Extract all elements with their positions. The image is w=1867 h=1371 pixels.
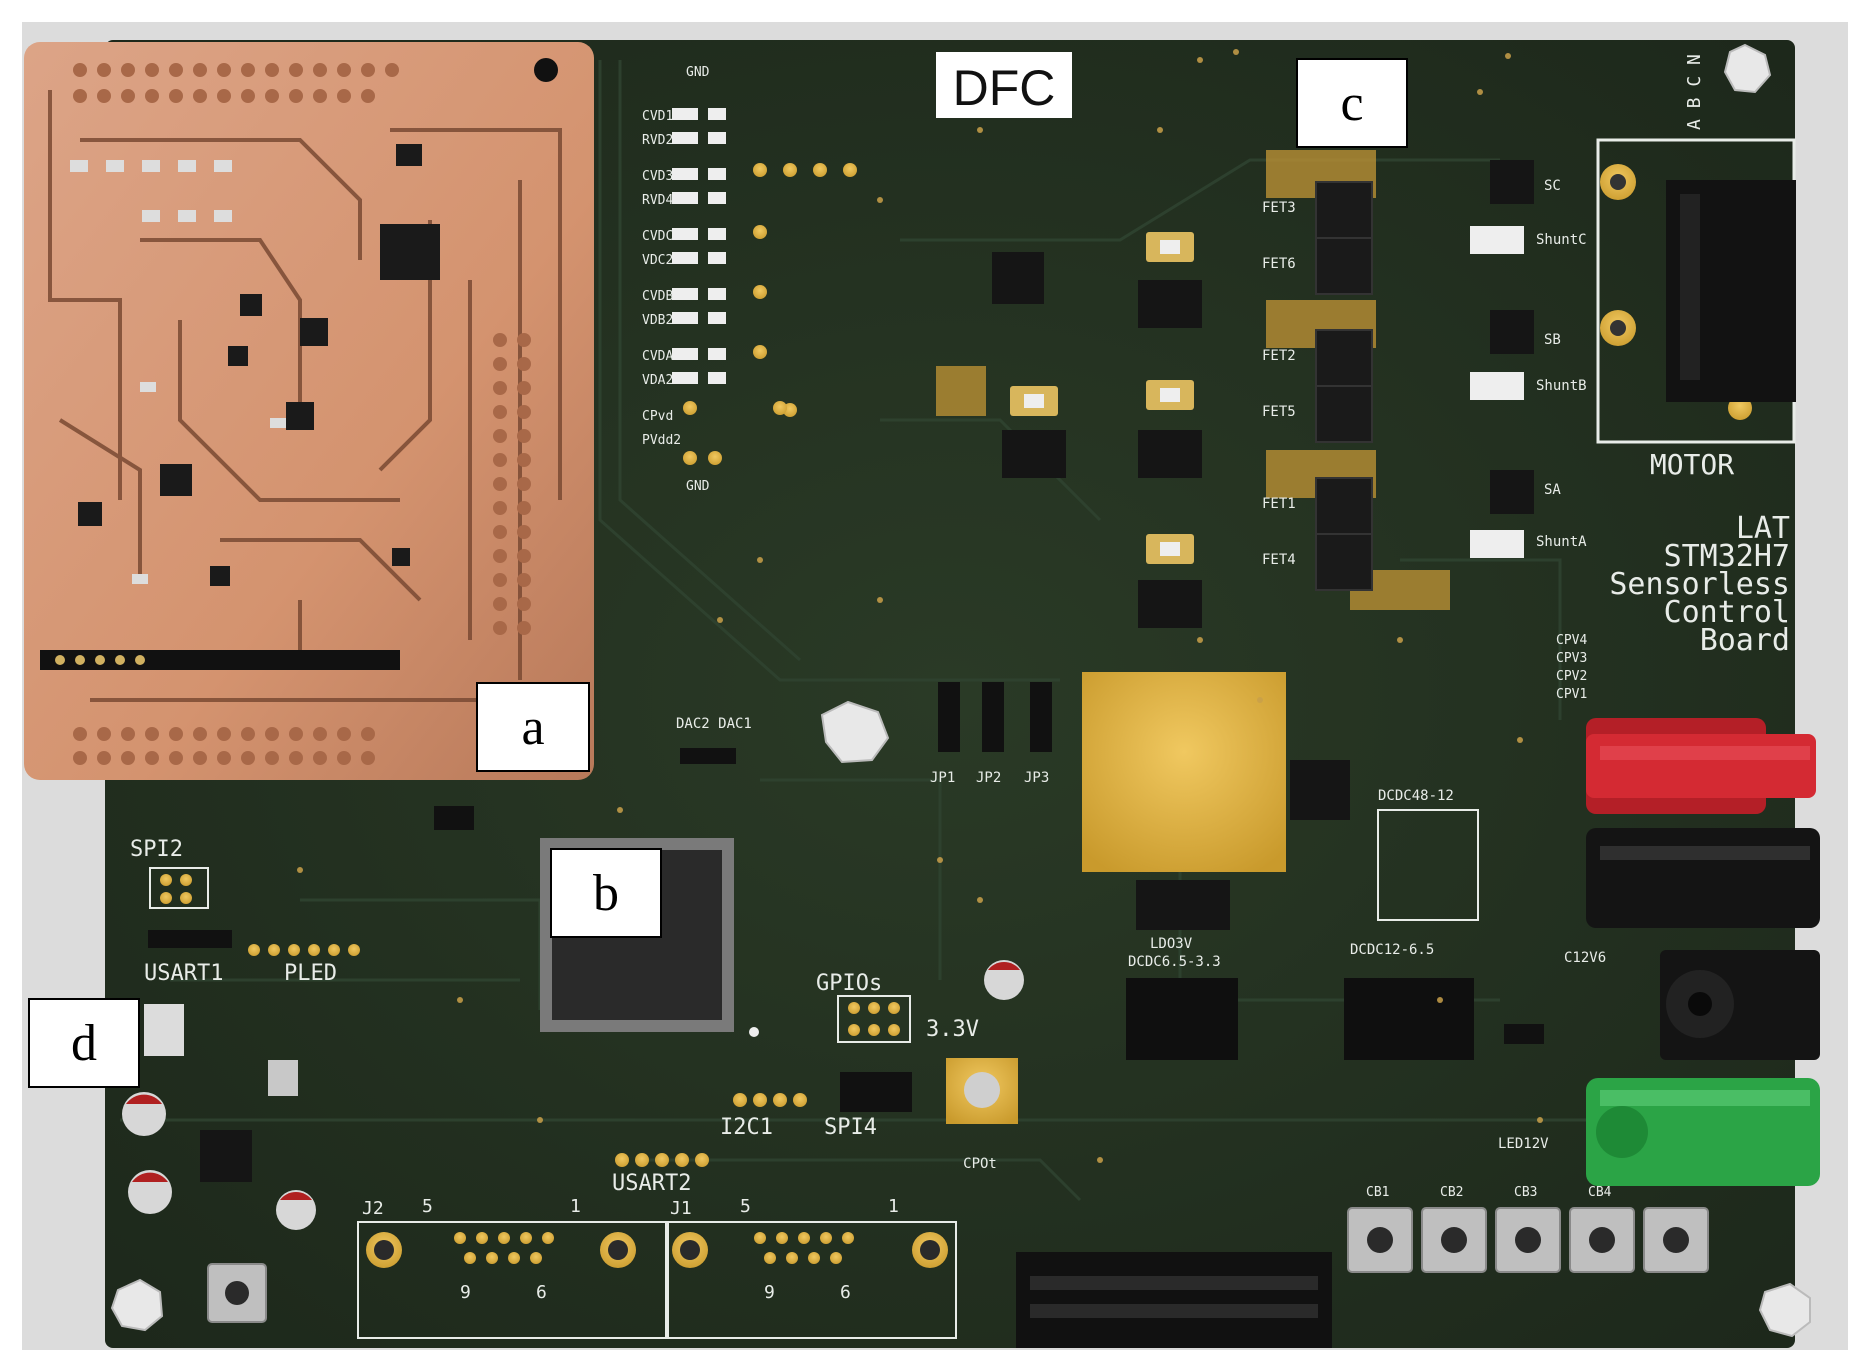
banana-jack-green [1586,1078,1820,1186]
fet-label: FET3 [1262,200,1296,216]
svg-text:CVDC: CVDC [642,229,673,244]
callout-b: b [550,848,662,938]
board-title-line: Control [1664,595,1790,630]
cpv-label: CPV3 [1556,651,1587,666]
cpv-label: CPV2 [1556,669,1587,684]
banana-jack-red [1586,718,1816,814]
j1-label: J1 [670,1198,692,1219]
fet-label: FET4 [1262,552,1296,568]
pin-label: 1 [888,1196,899,1217]
spi2-label: SPI2 [130,837,183,862]
dcdc-label: DCDC6.5-3.3 [1128,954,1221,970]
ldo-label: LDO3V [1150,936,1193,952]
usart2-label: USART2 [612,1171,691,1196]
cpot-label: CPOt [963,1156,997,1172]
fet-label: FET1 [1262,496,1296,512]
spi4-label: SPI4 [824,1115,877,1140]
svg-text:VDA2: VDA2 [642,373,673,388]
usart1-label: USART1 [144,961,223,986]
cpv-label: CPV1 [1556,687,1587,702]
gpios-label: GPIOs [816,971,882,996]
svg-text:CVD1: CVD1 [642,109,673,124]
jumper-label: JP3 [1024,770,1049,786]
jumper-label: JP2 [976,770,1001,786]
sense-label: SC [1544,178,1561,194]
jumper-label: JP1 [930,770,955,786]
svg-text:CVDA: CVDA [642,349,673,364]
board-title-line: LAT [1736,511,1790,546]
svg-text:GND: GND [686,65,710,80]
shunt-label: ShuntC [1536,232,1587,248]
sense-label: SA [1544,482,1561,498]
pled-label: PLED [284,961,337,986]
cb-label: CB1 [1366,1185,1389,1200]
dc-barrel-jack [1660,950,1820,1060]
svg-text:VDC2: VDC2 [642,253,673,268]
board-title-line: Sensorless [1609,567,1790,602]
cpv-label: CPV4 [1556,633,1587,648]
cb-label: CB3 [1514,1185,1537,1200]
fet-label: FET2 [1262,348,1296,364]
j2-label: J2 [362,1198,384,1219]
pin-label: 5 [422,1196,433,1217]
led-label: LED12V [1498,1136,1549,1152]
svg-text:GND: GND [686,479,710,494]
copper-daughter-board [24,42,594,780]
svg-text:CVD3: CVD3 [642,169,673,184]
svg-text:CPvd: CPvd [642,409,673,424]
connector-letters: A B C N [1684,54,1705,130]
board-title-line: Board [1700,623,1790,658]
svg-text:RVD2: RVD2 [642,133,673,148]
pin-label: 9 [460,1282,471,1303]
push-buttons [207,1207,1709,1323]
callout-c: c [1296,58,1408,148]
sense-label: SB [1544,332,1561,348]
dac-label: DAC2 DAC1 [676,716,752,732]
svg-text:PVdd2: PVdd2 [642,433,681,448]
shunt-label: ShuntB [1536,378,1587,394]
svg-text:CVDB: CVDB [642,289,673,304]
dcdc-label: DCDC12-6.5 [1350,942,1434,958]
dfc-label: DFC [953,60,1056,116]
board-title-line: STM32H7 [1664,539,1790,574]
callout-a: a [476,682,590,772]
fet-label: FET5 [1262,404,1296,420]
pin-label: 5 [740,1196,751,1217]
banana-jack-black [1586,828,1820,928]
shunt-label: ShuntA [1536,534,1587,550]
electrolytic-caps [122,960,1024,1230]
pin-label: 6 [840,1282,851,1303]
motor-label: MOTOR [1650,448,1734,481]
v33-label: 3.3V [926,1017,979,1042]
pin-label: 6 [536,1282,547,1303]
callout-d: d [28,998,140,1088]
cap-label: C12V6 [1564,950,1606,966]
fet-label: FET6 [1262,256,1296,272]
svg-text:VDB2: VDB2 [642,313,673,328]
pin-label: 9 [764,1282,775,1303]
svg-text:RVD4: RVD4 [642,193,673,208]
cb-label: CB2 [1440,1185,1463,1200]
pin-label: 1 [570,1196,581,1217]
i2c1-label: I2C1 [720,1115,773,1140]
cb-label: CB4 [1588,1185,1612,1200]
dcdc-label: DCDC48-12 [1378,788,1454,804]
